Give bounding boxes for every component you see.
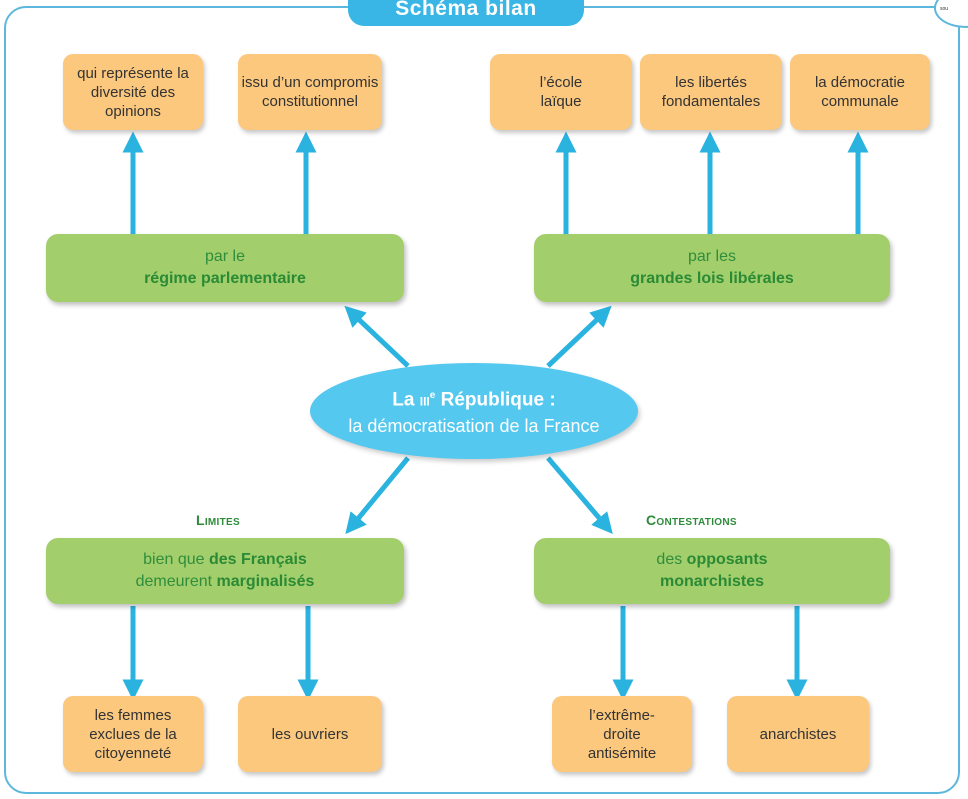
central-title-prefix: La [392,389,415,411]
contestations-part1: des [656,551,687,568]
femmes-text: les femmes exclues de la citoyenneté [89,706,177,762]
node-anarchistes: anarchistes [727,696,869,772]
limites-row2: demeurent marginalisés [136,571,315,593]
diagram-title: Schéma bilan [348,0,584,26]
heading-contestations: Contestations [646,512,737,528]
lois-line1: par les [687,248,737,265]
node-opposants-monarchistes: des opposants monarchistes [534,538,890,604]
corner-badge-text: sou [940,6,949,12]
node-diversite-opinions: qui représente la diversité des opinions [63,54,203,130]
contestations-row1: des opposants [656,549,767,571]
node-ecole-laique-text: l’école laïque [539,74,583,110]
node-democratie-communale: la démocratie communale [790,54,930,130]
arrow-center-to-topright [546,305,612,368]
arrow-center-to-bottomleft [345,456,410,535]
arrow-center-to-bottomright [546,456,613,534]
arrow-center-to-topleft [344,305,410,368]
node-compromis-constitutionnel: issu d’un compromis constitutionnel [238,54,382,130]
central-title: La IIIe République : [392,384,555,413]
limites-row1: bien que des Français [143,549,307,571]
node-libertes-text: les libertés fondamentales [661,74,761,110]
central-subtitle: la démocratisation de la France [348,415,600,436]
node-extreme-droite-antisemite: l’extrême-droite antisémite [552,696,692,772]
central-title-superscript: e [429,390,436,402]
central-node-iiie-republique: La IIIe République : la démocratisation … [310,363,638,459]
node-grandes-lois-liberales: par les grandes lois libérales [534,234,890,302]
node-libertes-fondamentales: les libertés fondamentales [640,54,782,130]
node-ouvriers: les ouvriers [238,696,382,772]
contestations-part3: monarchistes [659,573,765,590]
node-ecole-laique: l’école laïque [490,54,632,130]
lois-line2: grandes lois libérales [630,270,794,287]
central-title-numeral: III [419,394,430,409]
regime-line2: régime parlementaire [144,270,306,287]
node-regime-parlementaire: par le régime parlementaire [46,234,404,302]
extreme-droite-text: l’extrême-droite antisémite [587,706,657,762]
central-title-suffix: République : [440,389,556,411]
limites-part4: marginalisés [216,573,315,590]
node-femmes-exclues: les femmes exclues de la citoyenneté [63,696,203,772]
node-democratie-text: la démocratie communale [814,74,906,110]
contestations-part2: opposants [686,551,768,568]
node-francais-marginalises: bien que des Français demeurent marginal… [46,538,404,604]
contestations-row2: monarchistes [660,571,764,593]
heading-limites: Limites [196,512,240,528]
limites-part3: demeurent [135,573,217,590]
limites-part1: bien que [143,551,209,568]
limites-part2: des Français [209,551,307,568]
regime-line1: par le [204,248,246,265]
